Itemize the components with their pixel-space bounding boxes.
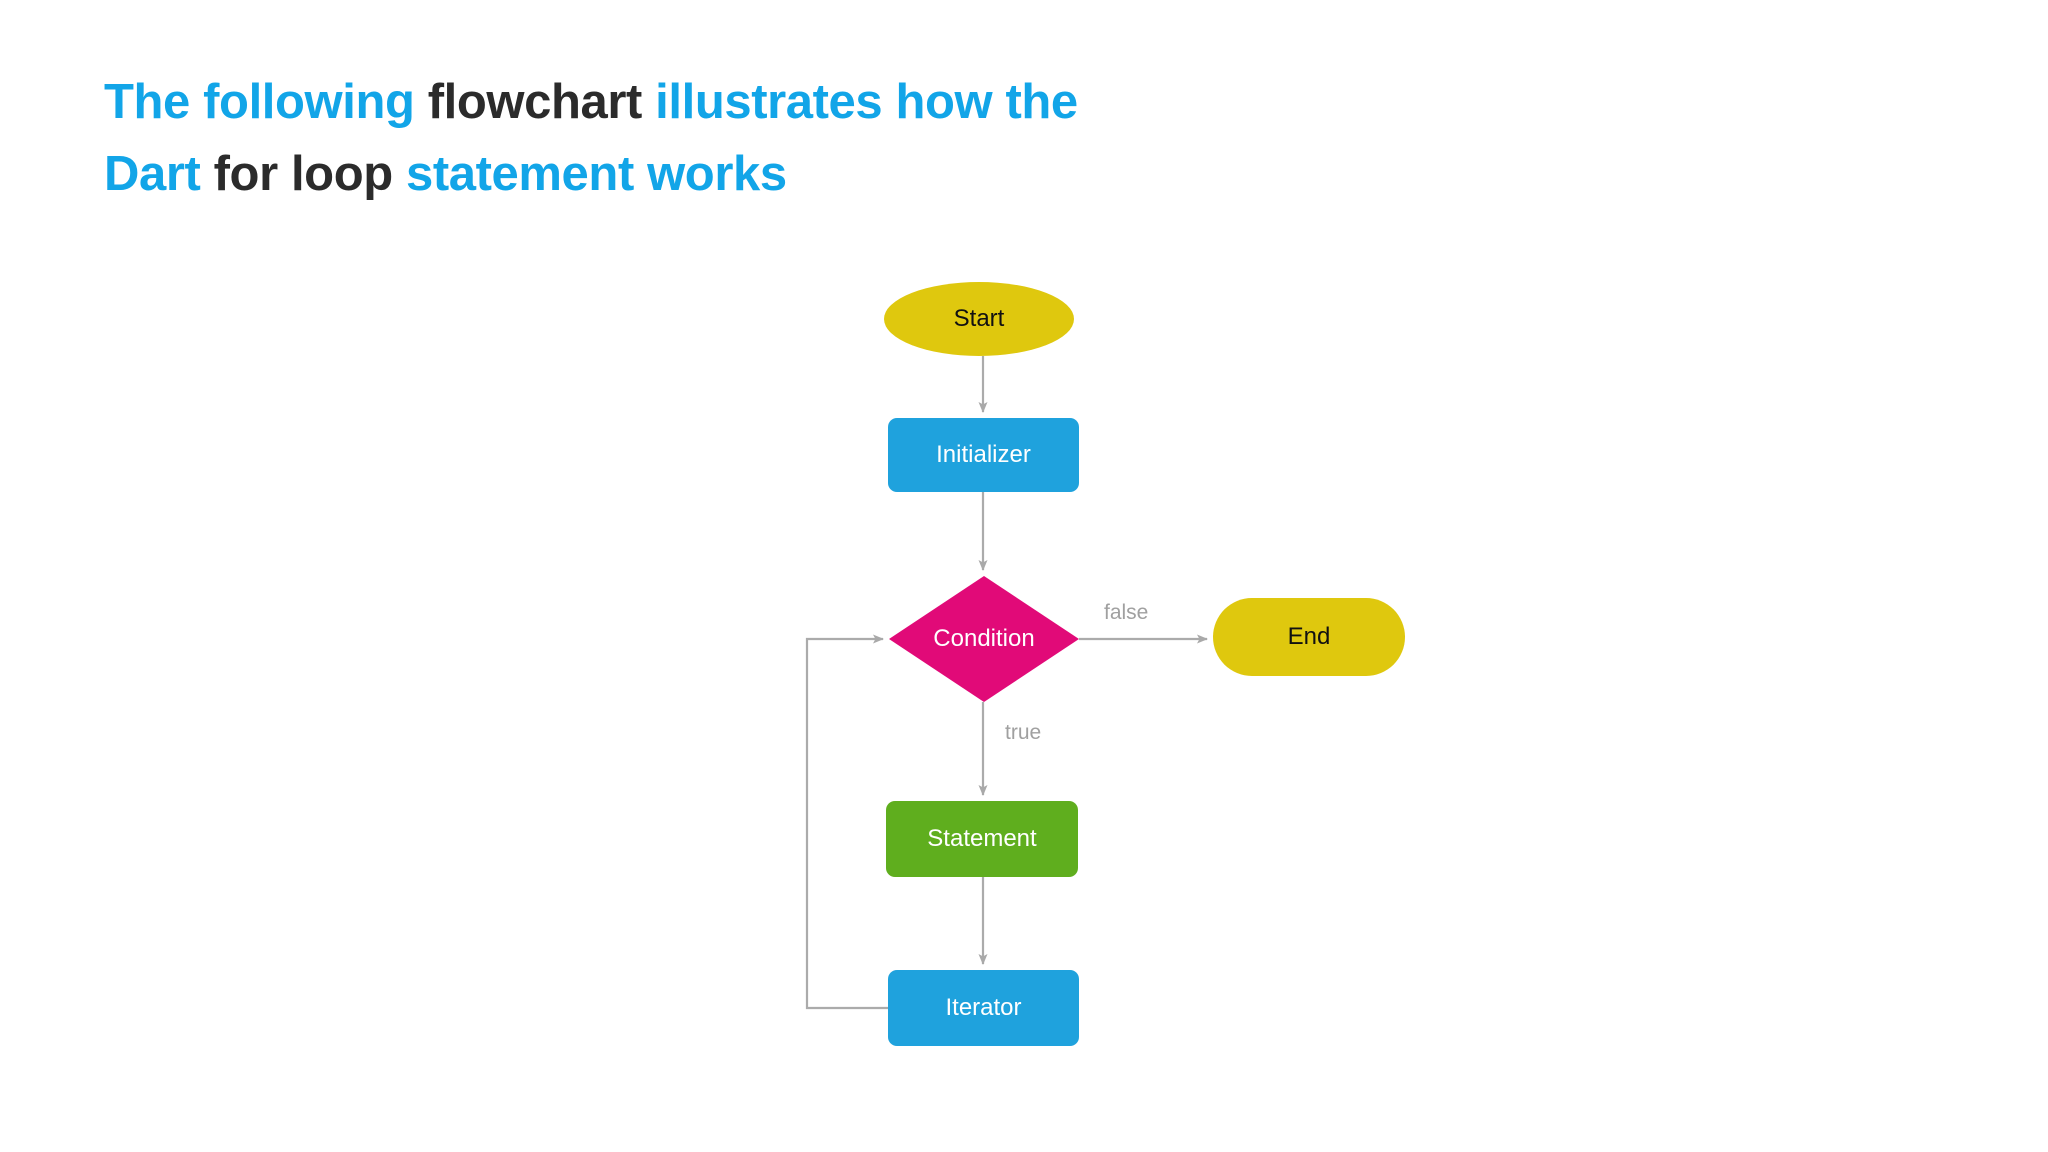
flowchart-node-condition-label: Condition (933, 625, 1035, 652)
edge-label-false: false (1104, 601, 1149, 624)
flowchart-node-statement-label: Statement (927, 825, 1037, 852)
flowchart-node-end-label: End (1287, 623, 1331, 650)
title-segment-1: The following (104, 75, 428, 129)
title-segment-2: flowchart (427, 75, 656, 129)
flowchart-node-condition[interactable]: Condition (889, 576, 1079, 702)
page-title: The following flowchart illustrates how … (104, 66, 1504, 210)
title-segment-6: statement works (406, 147, 787, 201)
page-title-line-1: The following flowchart illustrates how … (104, 66, 1504, 138)
flowchart-node-start[interactable]: Start (884, 282, 1074, 356)
flowchart-node-start-label: Start (953, 305, 1005, 332)
edge-iterator-to-condition-loop (805, 634, 888, 1010)
flowchart-node-iterator[interactable]: Iterator (888, 970, 1079, 1046)
flowchart-node-initializer-label: Initializer (936, 441, 1031, 468)
page-title-line-2: Dart for loop statement works (104, 138, 1504, 210)
flowchart-node-end[interactable]: End (1213, 598, 1405, 676)
title-segment-4: Dart (104, 147, 214, 201)
title-segment-3: illustrates how the (655, 75, 1078, 129)
title-segment-5: for loop (213, 147, 406, 201)
flowchart-node-statement[interactable]: Statement (886, 801, 1078, 877)
flowchart-node-iterator-label: Iterator (945, 994, 1022, 1021)
flowchart-node-initializer[interactable]: Initializer (888, 418, 1079, 492)
edge-label-true: true (1005, 721, 1042, 744)
